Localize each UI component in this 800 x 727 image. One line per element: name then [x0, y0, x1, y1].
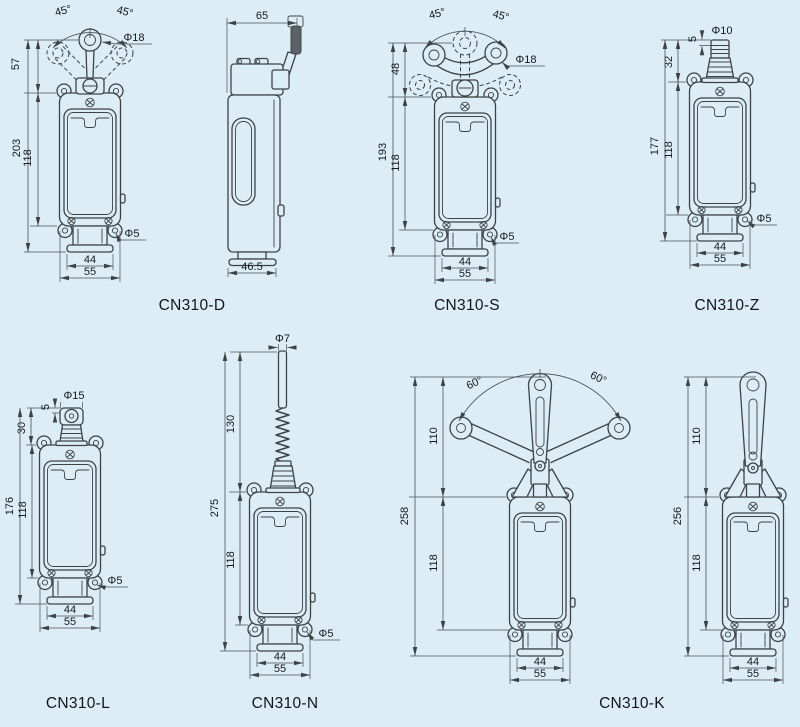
dim-roller-dia: Φ18	[123, 32, 144, 44]
figure-cn310-k-lever: 256 110 118 44 55	[672, 371, 789, 684]
plunger	[701, 39, 739, 84]
dim-total-height: 256	[672, 507, 684, 525]
dim-lever-height: 110	[428, 427, 440, 445]
dim-body-width: 55	[714, 253, 726, 265]
dim-total-height: 193	[377, 143, 389, 161]
dim-lever-height: 110	[691, 427, 703, 445]
side-body	[227, 94, 285, 267]
dimensions: 65 46.5	[226, 10, 298, 277]
dim-flange-width: 44	[64, 604, 76, 616]
dim-angle-left: 45°	[54, 3, 73, 19]
dim-angle-right: 45°	[491, 8, 510, 24]
figure-cn310-n-front: Φ7 130 275 118 Φ5 44 55	[209, 333, 340, 679]
dim-total-height: 177	[649, 137, 661, 155]
dim-angle-right: 45°	[115, 4, 134, 20]
dim-mount-hole: Φ5	[125, 228, 140, 240]
dim-body-width: 55	[64, 616, 76, 628]
dim-body-height: 118	[691, 554, 703, 572]
spring-rod	[265, 350, 301, 494]
dim-base-width: 46.5	[241, 261, 262, 273]
dim-body-height: 118	[663, 141, 675, 159]
model-label-z: CN310-Z	[695, 297, 760, 314]
dim-body-width: 55	[274, 663, 286, 675]
model-label-d: CN310-D	[159, 297, 226, 314]
figure-cn310-k-fork: 60° 60° 258 110 118 44 55	[399, 369, 631, 684]
switch-body	[686, 72, 756, 242]
dim-tip-height: 5	[40, 404, 52, 410]
roller-lever	[739, 371, 767, 474]
figure-cn310-d-side: 65 46.5	[226, 10, 304, 277]
switch-body	[36, 435, 106, 605]
dim-plunger-height: 30	[16, 422, 28, 434]
dim-roller-dia: Φ18	[515, 54, 536, 66]
dim-flange-width: 44	[534, 656, 546, 668]
roller-plunger	[55, 407, 88, 447]
dimensions: 256 110 118 44 55	[672, 376, 784, 684]
dim-body-height: 118	[17, 501, 29, 519]
figure-cn310-l-front: Φ15 5 30 176 118 Φ5 44 55	[4, 390, 128, 632]
dimensions: 45° 45° Φ18 193 48 118 Φ5 44 55	[377, 6, 545, 284]
switch-body	[506, 487, 576, 657]
dim-angle-right: 60°	[588, 369, 608, 387]
alternate-lever-positions	[46, 41, 134, 81]
dim-body-width: 55	[84, 266, 96, 278]
dimensions: Φ15 5 30 176 118 Φ5 44 55	[4, 390, 128, 632]
dim-head-width: 65	[256, 10, 268, 22]
dim-flange-width: 44	[274, 651, 286, 663]
center-lever	[527, 372, 553, 472]
side-head	[230, 57, 290, 96]
dim-total-height: 176	[4, 497, 16, 515]
dimensions: Φ10 5 32 177 118 Φ5 44 55	[649, 25, 777, 269]
dim-flange-width: 44	[747, 656, 759, 668]
dim-spring-length: 130	[225, 415, 237, 433]
switch-body	[431, 87, 501, 257]
dim-body-height: 118	[428, 554, 440, 572]
dimensions: Φ7 130 275 118 Φ5 44 55	[209, 333, 340, 679]
model-label-n: CN310-N	[252, 695, 319, 712]
figure-cn310-d-front: 45° 45° Φ18 203 57 118 Φ5 44 55	[10, 3, 152, 282]
dim-mount-hole: Φ5	[108, 575, 123, 587]
dim-angle-left: 45°	[428, 6, 447, 22]
figure-cn310-s-front: 45° 45° Φ18 193 48 118 Φ5 44 55	[377, 6, 545, 284]
dim-total-height: 203	[11, 139, 23, 157]
dim-lever-height: 57	[10, 58, 22, 70]
roller-lever	[75, 28, 105, 95]
dim-body-height: 118	[225, 551, 237, 569]
model-label-s: CN310-S	[434, 297, 500, 314]
dim-lever-height: 48	[390, 63, 402, 75]
model-label-k: CN310-K	[599, 695, 665, 712]
dim-roller-dia: Φ15	[63, 390, 84, 402]
fork-arms	[449, 416, 631, 464]
dim-body-width: 55	[459, 268, 471, 280]
dim-flange-width: 44	[714, 241, 726, 253]
dim-body-height: 118	[390, 154, 402, 172]
dimensions: 45° 45° Φ18 203 57 118 Φ5 44 55	[10, 3, 152, 282]
switch-body	[246, 482, 316, 652]
dim-tip-height: 5	[687, 36, 699, 42]
dim-mount-hole: Φ5	[757, 213, 772, 225]
dim-flange-width: 44	[459, 256, 471, 268]
dim-mount-hole: Φ5	[500, 231, 515, 243]
switch-body	[56, 83, 126, 253]
dim-body-height: 118	[22, 149, 34, 167]
dim-mount-hole: Φ5	[319, 628, 334, 640]
dim-body-width: 55	[747, 668, 759, 680]
dim-flange-width: 44	[84, 254, 96, 266]
model-label-l: CN310-L	[46, 695, 110, 712]
switch-body	[719, 487, 789, 657]
dim-rod-dia: Φ7	[275, 333, 290, 345]
dimensions: 60° 60° 258 110 118 44 55	[399, 369, 622, 684]
dim-total-height: 275	[209, 499, 221, 517]
dim-total-height: 258	[399, 507, 411, 525]
dim-plunger-dia: Φ10	[711, 25, 732, 37]
dim-body-width: 55	[534, 668, 546, 680]
figure-cn310-z-front: Φ10 5 32 177 118 Φ5 44 55	[649, 25, 777, 269]
